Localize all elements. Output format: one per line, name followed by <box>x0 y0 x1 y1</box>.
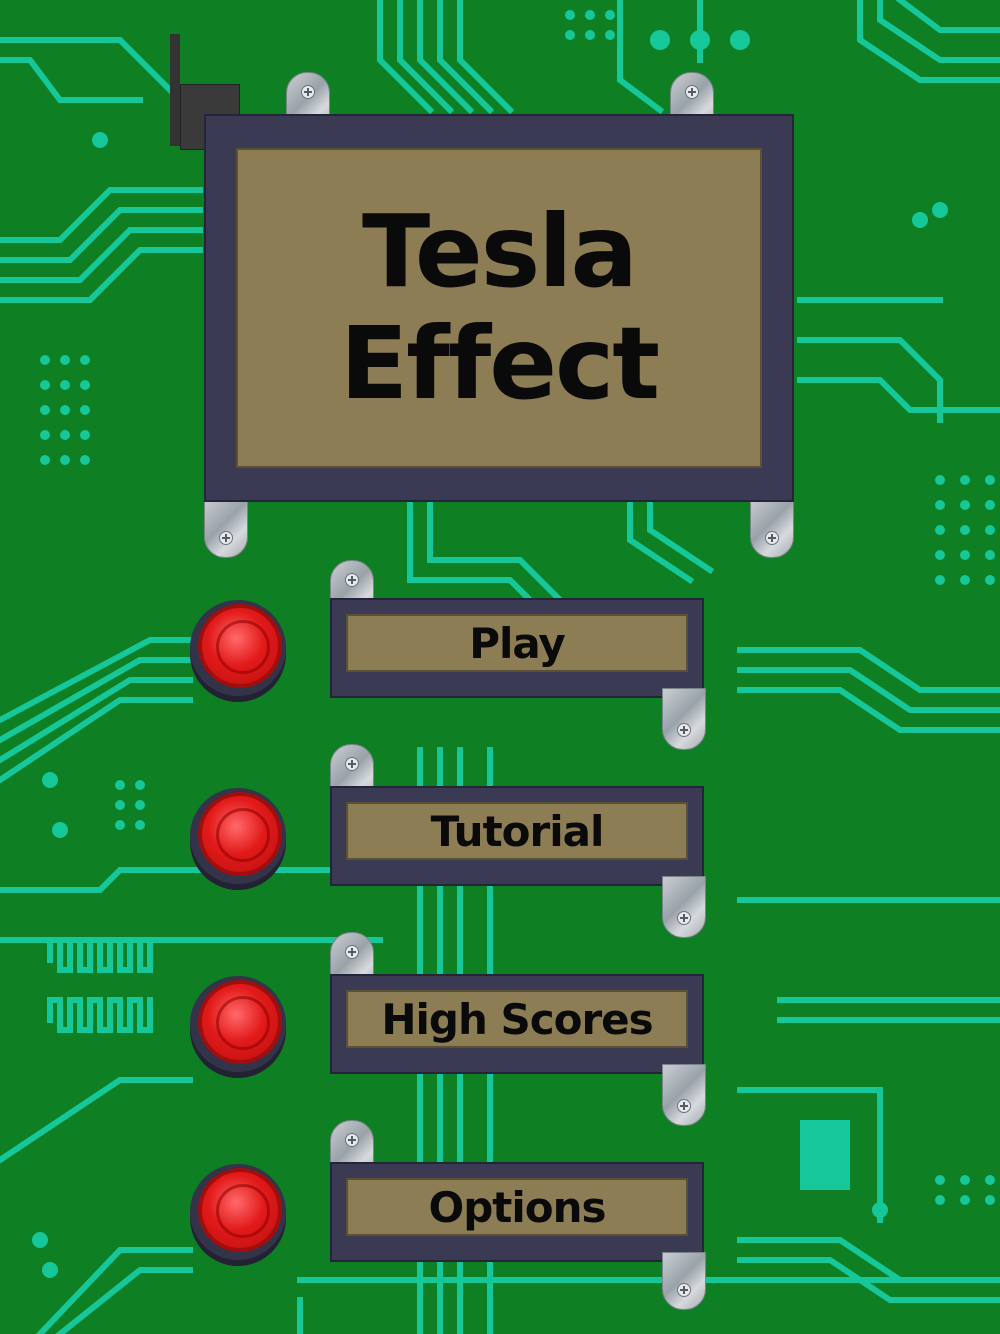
high-scores-red-button[interactable] <box>190 976 286 1072</box>
screw-icon <box>677 1283 691 1297</box>
screw-icon <box>301 85 315 99</box>
red-button-cap <box>198 792 282 876</box>
menu-row-options: Options <box>0 1120 1000 1310</box>
red-button-cap <box>198 980 282 1064</box>
title-panel: Tesla Effect <box>204 114 794 502</box>
play-red-button[interactable] <box>190 600 286 696</box>
high-scores-button-screen: High Scores <box>346 990 688 1048</box>
red-button-cap <box>198 604 282 688</box>
mounting-tab <box>662 688 706 750</box>
game-title-line-1: Tesla <box>361 193 638 310</box>
menu-row-tutorial: Tutorial <box>0 744 1000 938</box>
mounting-tab <box>662 1064 706 1126</box>
play-button-label: Play <box>469 618 566 668</box>
play-button[interactable]: Play <box>330 598 704 698</box>
high-scores-button-label: High Scores <box>381 994 653 1044</box>
tutorial-button-screen: Tutorial <box>346 802 688 860</box>
high-scores-button[interactable]: High Scores <box>330 974 704 1074</box>
screw-icon <box>677 1099 691 1113</box>
options-button-screen: Options <box>346 1178 688 1236</box>
screw-icon <box>345 757 359 771</box>
screw-icon <box>345 945 359 959</box>
title-screen: Tesla Effect <box>236 148 762 468</box>
plug-bar <box>170 34 180 146</box>
mounting-tab <box>662 1252 706 1310</box>
screw-icon <box>685 85 699 99</box>
screw-icon <box>765 531 779 545</box>
mounting-tab <box>750 496 794 558</box>
tutorial-red-button[interactable] <box>190 788 286 884</box>
screw-icon <box>219 531 233 545</box>
menu-row-high-scores: High Scores <box>0 932 1000 1126</box>
options-button[interactable]: Options <box>330 1162 704 1262</box>
play-button-screen: Play <box>346 614 688 672</box>
tutorial-button-label: Tutorial <box>430 806 605 856</box>
screw-icon <box>677 911 691 925</box>
menu-row-play: Play <box>0 560 1000 750</box>
red-button-cap <box>198 1168 282 1252</box>
screw-icon <box>345 573 359 587</box>
screw-icon <box>677 723 691 737</box>
tutorial-button[interactable]: Tutorial <box>330 786 704 886</box>
options-red-button[interactable] <box>190 1164 286 1260</box>
mounting-tab <box>662 876 706 938</box>
mounting-tab <box>204 496 248 558</box>
screw-icon <box>345 1133 359 1147</box>
game-title-line-2: Effect <box>339 305 660 422</box>
options-button-label: Options <box>428 1182 607 1232</box>
